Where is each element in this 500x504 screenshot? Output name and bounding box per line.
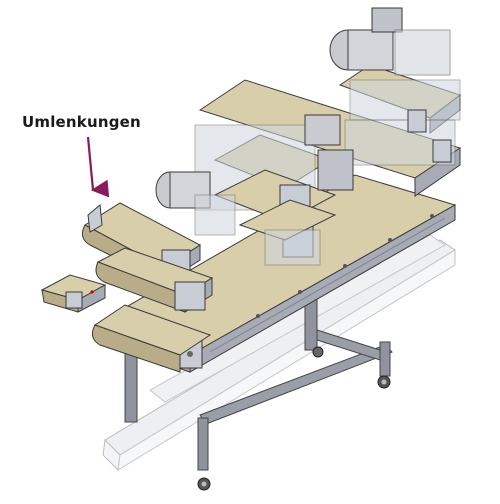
castor-wheel-icon: [197, 477, 211, 491]
callout-arrow: [86, 136, 110, 198]
drive-motor-icon: [329, 7, 451, 76]
drive-motor-icon: [155, 171, 236, 236]
callout-label: Umlenkungen: [22, 113, 141, 131]
deflection-unit-middle: [95, 247, 214, 313]
deflection-unit-small: [40, 274, 107, 313]
castor-wheel-icon: [377, 375, 391, 389]
deflection-unit-top: [81, 202, 201, 284]
deflection-unit-bottom: [91, 304, 212, 373]
castor-wheel-icon: [312, 346, 324, 358]
